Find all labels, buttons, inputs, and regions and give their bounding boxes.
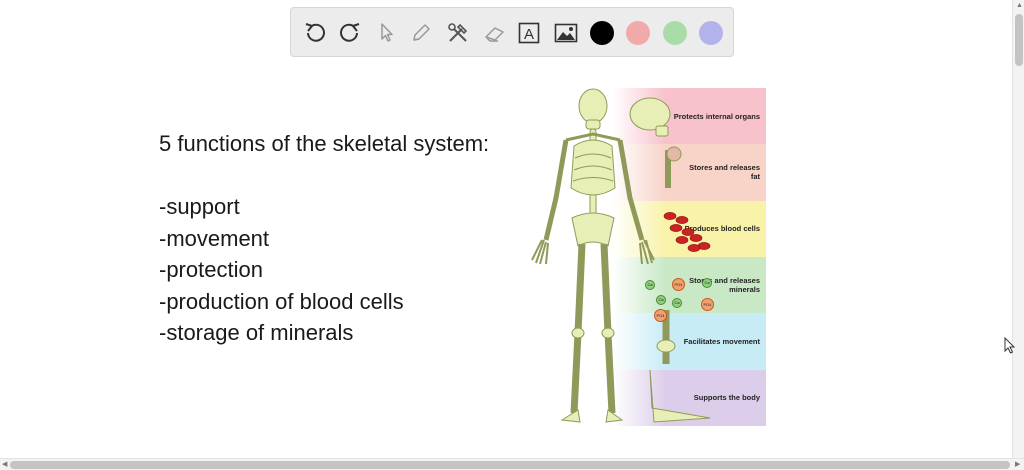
mineral-badge: PO4 (672, 278, 685, 291)
horizontal-scrollbar[interactable]: ◀ ▶ (0, 458, 1024, 470)
mineral-badge: Ca (645, 280, 655, 290)
scroll-left-icon[interactable]: ◀ (2, 461, 8, 468)
function-band-label: Produces blood cells (685, 224, 760, 233)
function-band-label-line: Produces blood cells (684, 224, 760, 234)
text-tool-icon: A (518, 22, 540, 44)
function-band-label-line: Protects internal organs (673, 111, 760, 121)
scroll-up-icon[interactable]: ▲ (1016, 2, 1023, 9)
color-swatch-green[interactable] (663, 21, 687, 45)
note-item-minerals: -storage of minerals (159, 320, 354, 345)
color-swatch-pink[interactable] (626, 21, 650, 45)
scroll-right-icon[interactable]: ▶ (1015, 461, 1021, 468)
skeleton-illustration (531, 88, 711, 423)
vertical-scrollbar[interactable]: ▲ (1012, 0, 1024, 458)
note-item-support: -support (159, 194, 240, 219)
eraser-icon (485, 27, 504, 42)
pen-button[interactable] (406, 18, 436, 48)
color-swatch-lavender[interactable] (699, 21, 723, 45)
redo-icon (340, 23, 360, 42)
select-button[interactable] (371, 18, 401, 48)
tools-icon (448, 23, 468, 42)
mineral-badge: Ca (656, 295, 666, 305)
function-band-label-line: Stores and releases (689, 276, 760, 286)
text-tool-glyph: A (524, 26, 534, 43)
note-item-blood-cells: -production of blood cells (159, 288, 404, 314)
select-pointer-icon (381, 23, 393, 42)
text-tool-button[interactable]: A (514, 18, 544, 48)
mineral-badge: Ca (702, 278, 712, 288)
mouse-cursor-icon (1004, 337, 1016, 354)
function-band-label: Supports the body (694, 393, 760, 402)
redo-button[interactable] (335, 18, 365, 48)
function-band-label: Facilitates movement (684, 337, 760, 346)
function-band: Facilitates movement (612, 313, 766, 370)
tools-button[interactable] (443, 18, 473, 48)
horizontal-scroll-thumb[interactable] (10, 461, 1010, 469)
function-band-label-line: Supports the body (693, 393, 760, 403)
function-band-label-line: Facilitates movement (683, 336, 760, 346)
eraser-button[interactable] (480, 18, 510, 48)
mineral-badge: Ca (672, 298, 682, 308)
function-band-label-line: Stores and releases (689, 163, 760, 173)
mineral-badge: PO4 (701, 298, 714, 311)
note-text-block: 5 functions of the skeletal system: -sup… (159, 128, 489, 349)
undo-icon (305, 23, 325, 42)
image-icon (554, 23, 578, 43)
note-item-movement: -movement (159, 225, 270, 251)
function-band-label-line: fat (750, 172, 760, 182)
pen-icon (413, 24, 430, 41)
note-item-protection: -protection (159, 257, 263, 282)
vertical-scroll-thumb[interactable] (1015, 14, 1023, 66)
note-heading: 5 functions of the skeletal system: (159, 131, 490, 156)
color-swatch-black[interactable] (590, 21, 614, 45)
mineral-badge: PO4 (654, 309, 667, 322)
function-band-label: Protects internal organs (674, 112, 760, 121)
function-band-label-line: minerals (729, 285, 760, 295)
image-button[interactable] (551, 18, 581, 48)
undo-button[interactable] (300, 18, 330, 48)
drawing-toolbar: A (290, 7, 734, 57)
